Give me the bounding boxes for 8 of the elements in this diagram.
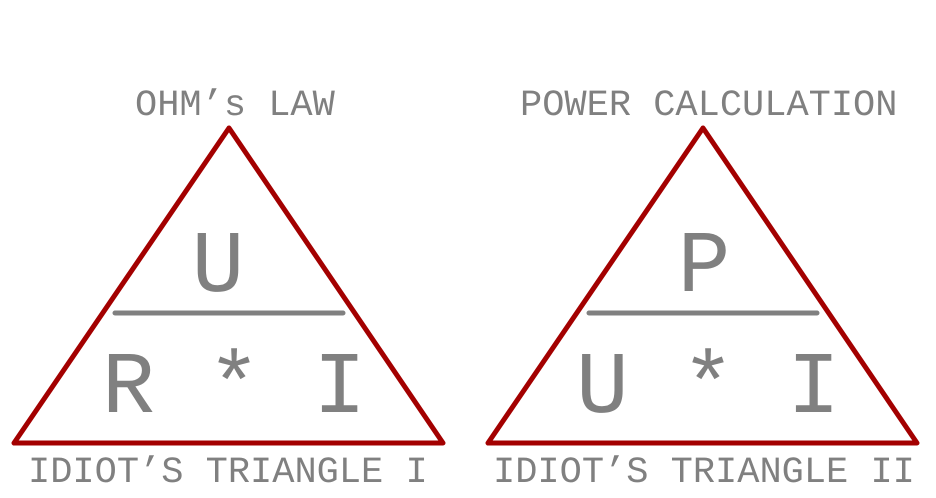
formula-numerator: U [192,225,244,313]
triangle-caption: IDIOT’S TRIANGLE II [493,455,915,492]
triangle-title: POWER CALCULATION [520,88,898,125]
formula-denominator: R * I [102,346,366,434]
triangle-caption: IDIOT’S TRIANGLE I [28,455,428,492]
formula-denominator: U * I [576,346,840,434]
triangle-title: OHM’s LAW [135,88,335,125]
formula-numerator: P [678,225,730,313]
